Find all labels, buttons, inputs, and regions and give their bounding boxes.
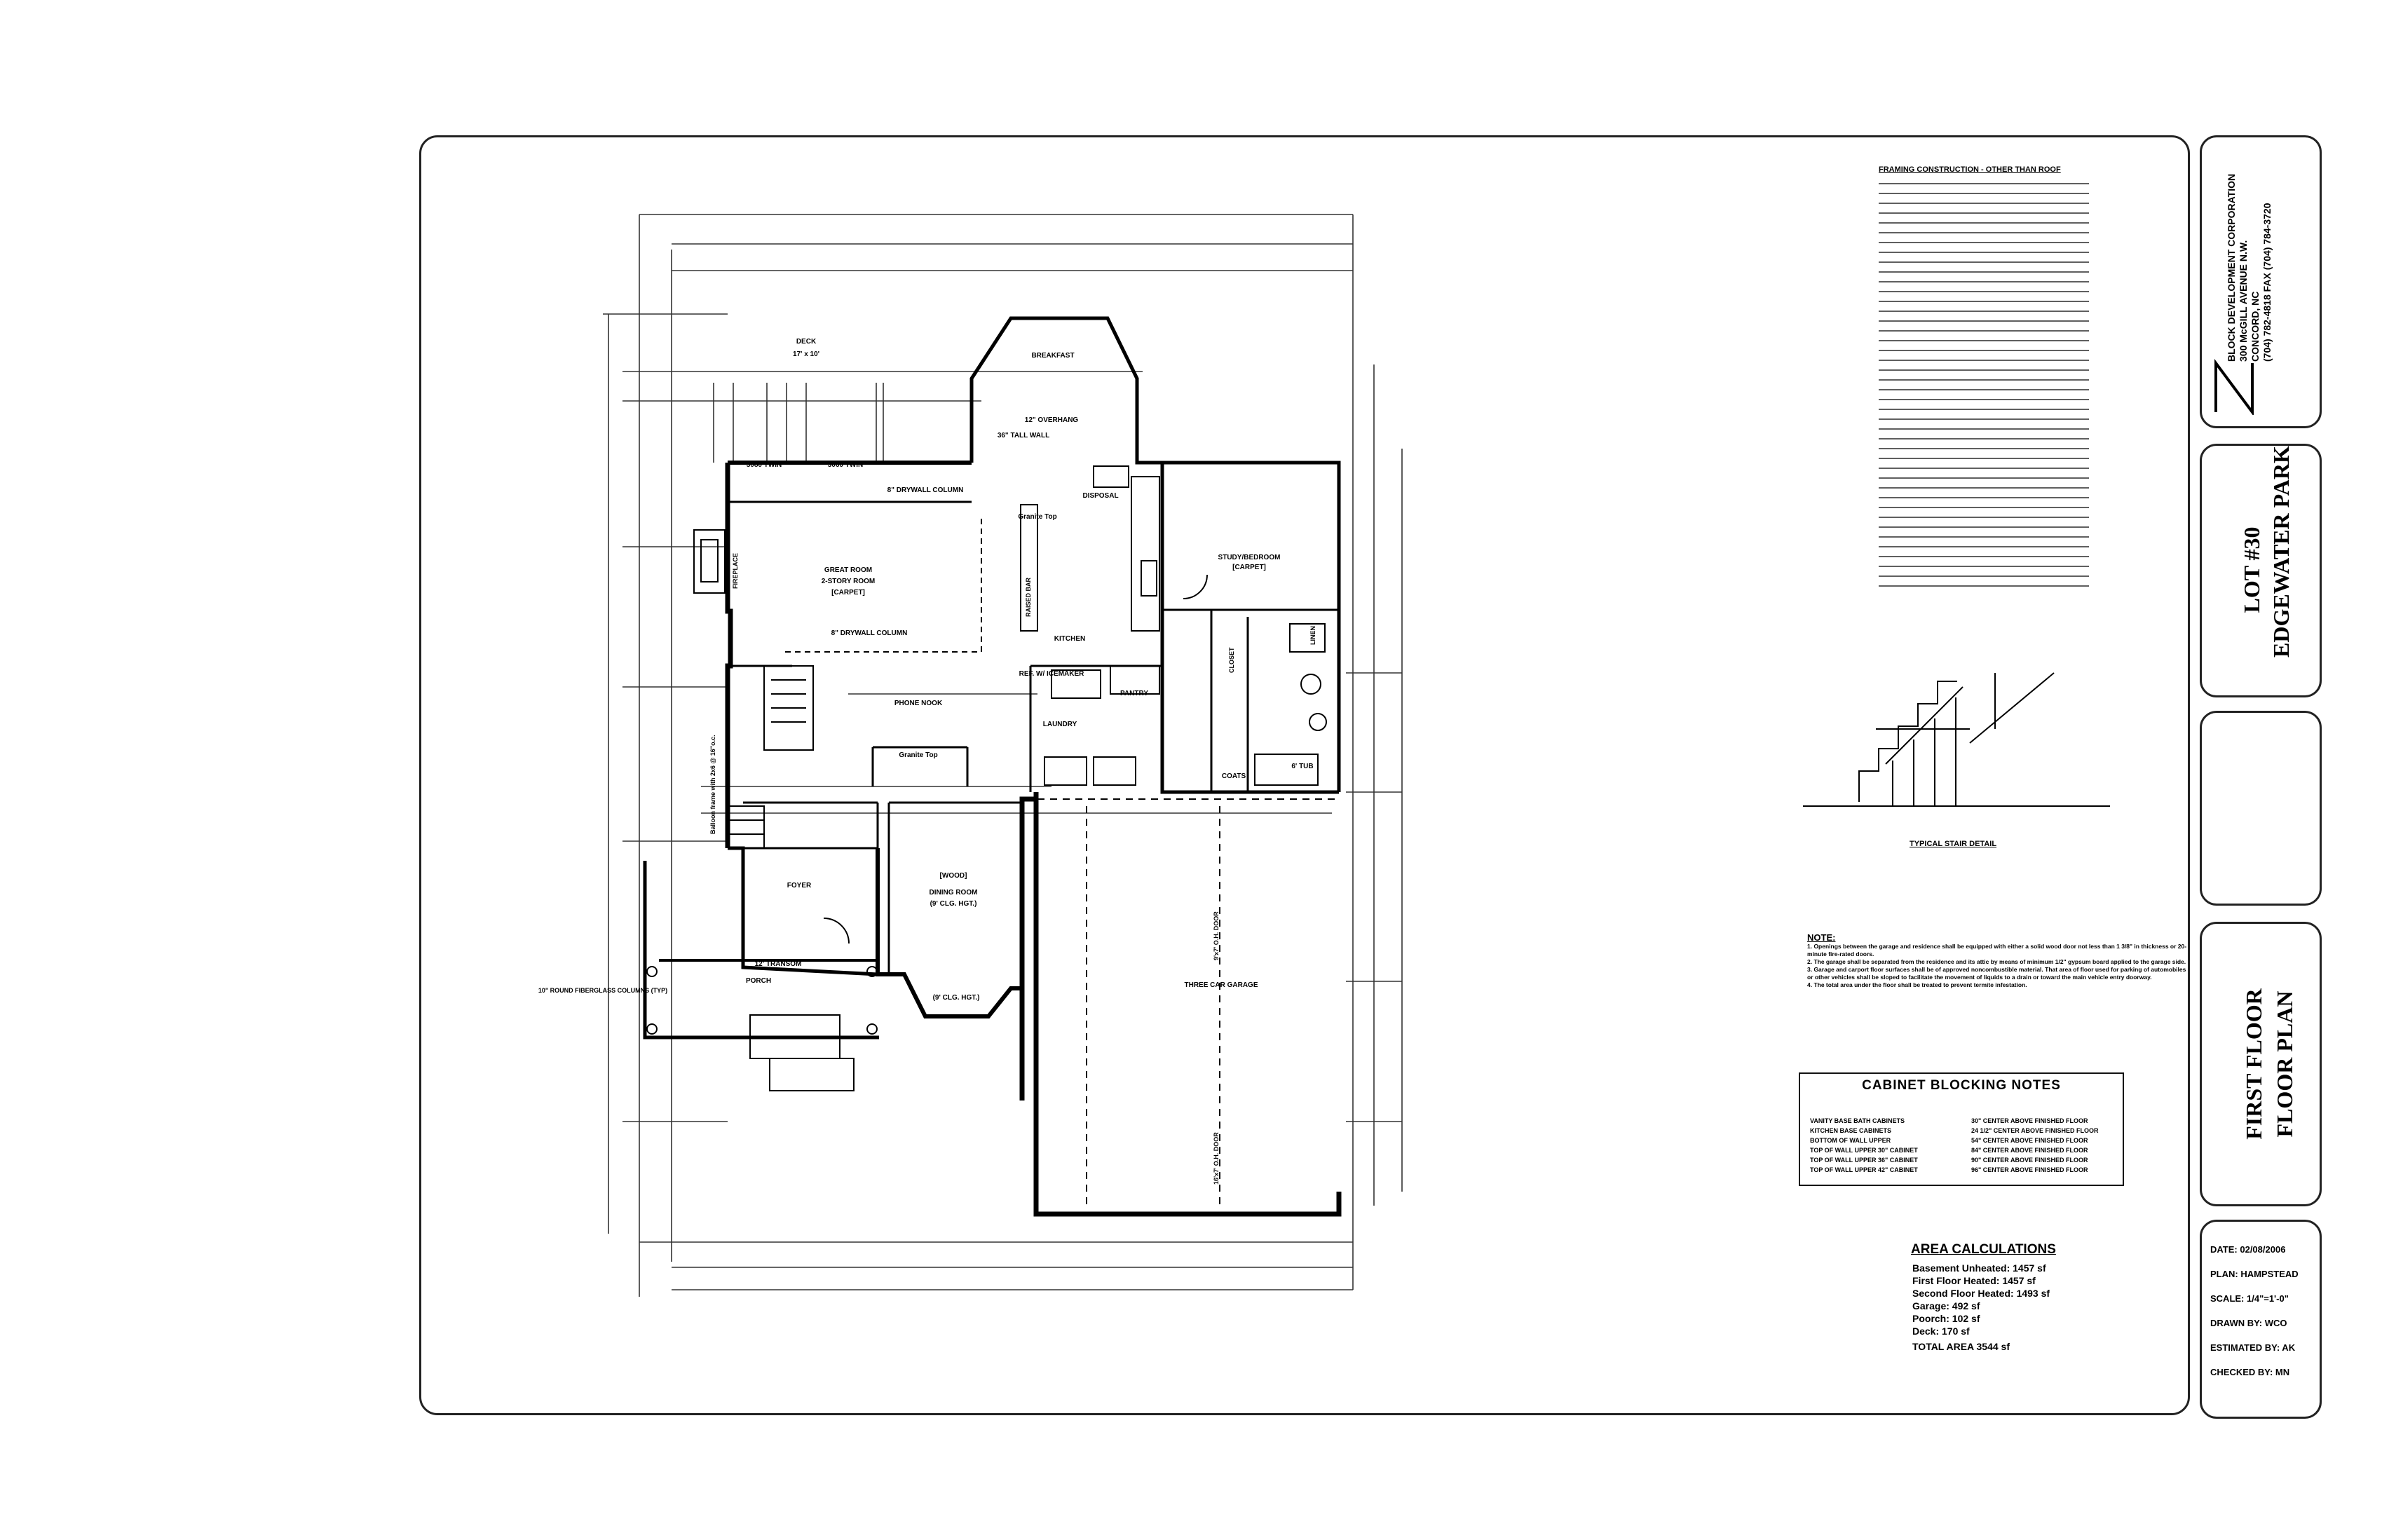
room-label-phone-nook: PHONE NOOK [894, 700, 943, 707]
header-3060-label: 3060 TWIN [828, 461, 864, 469]
framing-notes: FRAMING CONSTRUCTION - OTHER THAN ROOF [1879, 165, 2089, 592]
info-date: DATE: 02/08/2006 [2210, 1244, 2286, 1255]
dimension-lines [603, 214, 1403, 1297]
title-block-company: BLOCK DEVELOPMENT CORPORATION 300 McGILL… [2200, 135, 2322, 428]
info-drawn-by: DRAWN BY: WCO [2210, 1318, 2287, 1328]
room-label-coats: COATS [1222, 772, 1246, 780]
area-row: Garage: 492 sf [1912, 1300, 1980, 1311]
walls [643, 316, 1342, 1217]
area-row: Deck: 170 sf [1912, 1326, 1970, 1337]
lot-number: LOT #30 [2239, 526, 2264, 613]
room-label-foyer: FOYER [787, 882, 812, 890]
fireplace-label: FIREPLACE [732, 553, 739, 589]
disposal-label: DISPOSAL [1082, 492, 1118, 500]
columns-label: 10" ROUND FIBERGLASS COLUMNS (TYP) [538, 987, 667, 994]
company-name: BLOCK DEVELOPMENT CORPORATION [2226, 173, 2237, 362]
info-checked-by: CHECKED BY: MN [2210, 1367, 2290, 1377]
general-note-2: 2. The garage shall be separated from th… [1807, 958, 2186, 965]
lot-subdivision: EDGEWATER PARK [2268, 446, 2294, 657]
general-note-1: 1. Openings between the garage and resid… [1807, 943, 2187, 958]
room-label-tub: 6' TUB [1291, 763, 1313, 770]
granite-top-label-2: Granite Top [899, 751, 937, 759]
raised-bar-label: RAISED BAR [1025, 577, 1032, 617]
stair-detail [1803, 672, 2110, 807]
area-calculations-title: AREA CALCULATIONS [1911, 1242, 2056, 1257]
area-row: Basement Unheated: 1457 sf [1912, 1262, 2046, 1274]
room-label-dining-floor: [WOOD] [940, 872, 967, 880]
stair-detail-caption: TYPICAL STAIR DETAIL [1910, 840, 1996, 848]
sheet-title-line-2: FLOOR PLAN [2272, 990, 2297, 1138]
header-3080-label: 3080 TWIN [747, 461, 782, 469]
room-label-pantry: PANTRY [1120, 690, 1148, 697]
ref-label: REF. W/ ICEMAKER [1019, 670, 1085, 678]
fixtures [646, 465, 1339, 1206]
room-label-dining-ceiling: (9' CLG. HGT.) [930, 900, 977, 908]
info-estimated-by: ESTIMATED BY: AK [2210, 1342, 2296, 1353]
transom-label: 12' TRANSOM [755, 960, 802, 968]
general-notes-title: NOTE: [1807, 932, 1836, 943]
room-label-study-floor: [CARPET] [1232, 564, 1266, 571]
garage-door-label-1: 9'x7' O.H. DOOR [1213, 911, 1220, 960]
info-plan: PLAN: HAMPSTEAD [2210, 1269, 2299, 1279]
cabinet-blocking-title: CABINET BLOCKING NOTES [1862, 1078, 2061, 1093]
room-label-deck: DECK [796, 338, 817, 346]
general-note-4: 4. The total area under the floor shall … [1807, 981, 2027, 988]
area-row: Second Floor Heated: 1493 sf [1912, 1288, 2050, 1299]
room-label-breakfast: BREAKFAST [1031, 352, 1074, 360]
linen-label: LINEN [1309, 626, 1316, 645]
company-city: CONCORD, NC [2250, 291, 2261, 362]
garage-door-label-2: 16'x7' O.H. DOOR [1213, 1132, 1220, 1185]
room-label-study: STUDY/BEDROOM [1218, 554, 1281, 561]
area-row: First Floor Heated: 1457 sf [1912, 1275, 2036, 1286]
bay-ceiling-label: (9' CLG. HGT.) [933, 994, 980, 1002]
balloon-frame-note: Balloon frame with 2x6 @ 16"o.c. [709, 735, 716, 834]
framing-notes-text [1879, 178, 2089, 592]
overhang-label: 12" OVERHANG [1025, 416, 1079, 424]
drywall-column-label-1: 8" DRYWALL COLUMN [887, 486, 964, 494]
info-scale: SCALE: 1/4"=1'-0" [2210, 1293, 2289, 1304]
room-label-dining: DINING ROOM [930, 889, 978, 897]
area-total: TOTAL AREA 3544 sf [1912, 1341, 2010, 1352]
stair-detail-title: TYPICAL STAIR DETAIL [1910, 840, 1997, 848]
sheet-title-line-1: FIRST FLOOR [2241, 988, 2266, 1140]
cabinet-blocking-notes: CABINET BLOCKING NOTES VANITY BASE BATH … [1799, 1072, 2124, 1186]
room-label-porch: PORCH [746, 977, 771, 985]
room-label-great-room-sub: 2-STORY ROOM [822, 578, 876, 585]
tall-wall-label: 36" TALL WALL [998, 432, 1049, 439]
company-phone: (704) 782-4818 FAX (704) 784-3720 [2261, 203, 2273, 362]
room-label-deck-size: 17' x 10' [793, 350, 819, 358]
title-block-info: DATE: 02/08/2006 PLAN: HAMPSTEAD SCALE: … [2200, 1220, 2322, 1419]
title-block-blank [2200, 711, 2322, 906]
framing-notes-title: FRAMING CONSTRUCTION - OTHER THAN ROOF [1879, 165, 2061, 174]
room-label-laundry: LAUNDRY [1043, 721, 1077, 728]
company-logo [2214, 359, 2254, 415]
title-block-sheet-title: FIRST FLOOR FLOOR PLAN [2200, 922, 2322, 1206]
room-label-garage: THREE CAR GARAGE [1184, 981, 1258, 989]
room-label-great-room: GREAT ROOM [824, 566, 872, 574]
company-address: 300 McGILL AVENUE N.W. [2238, 240, 2249, 362]
drywall-column-label-2: 8" DRYWALL COLUMN [831, 629, 908, 637]
closet-label: CLOSET [1228, 647, 1235, 673]
general-note-3: 3. Garage and carport floor surfaces sha… [1807, 966, 2186, 981]
title-block-lot: LOT #30 EDGEWATER PARK [2200, 444, 2322, 697]
room-label-great-room-floor: [CARPET] [831, 589, 865, 597]
granite-top-label: Granite Top [1018, 513, 1056, 521]
room-label-kitchen: KITCHEN [1054, 635, 1085, 643]
area-calculations: AREA CALCULATIONS Basement Unheated: 145… [1911, 1242, 2056, 1353]
area-row: Poorch: 102 sf [1912, 1313, 1980, 1324]
general-notes: NOTE: 1. Openings between the garage and… [1807, 932, 2193, 989]
